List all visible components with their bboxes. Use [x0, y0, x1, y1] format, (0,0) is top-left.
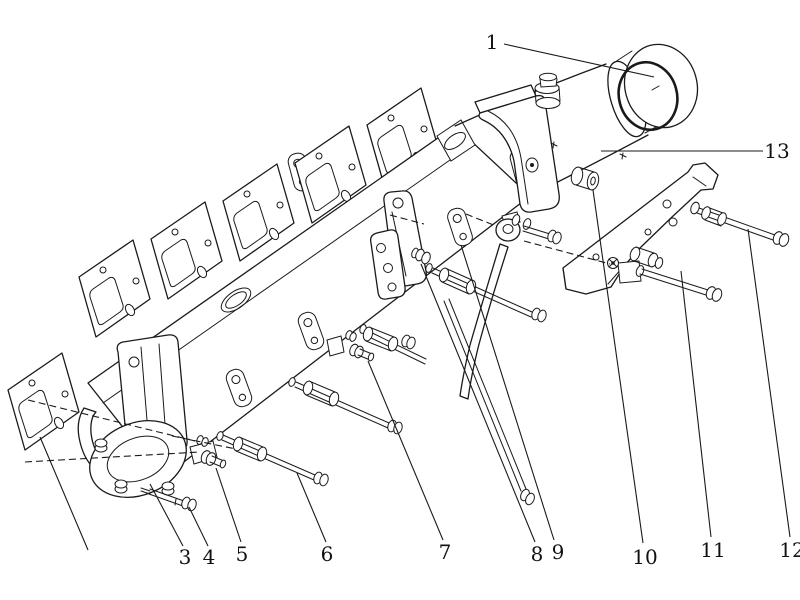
stud-with-spacer — [216, 431, 329, 487]
callout-label-1: 1 — [486, 30, 499, 54]
curved-arm — [459, 243, 509, 400]
foot-bolt-head — [94, 438, 108, 453]
stud-with-spacer — [359, 324, 427, 365]
body-step-block — [326, 335, 345, 357]
foot-bolt-head — [114, 479, 128, 494]
filler-cap — [534, 72, 561, 109]
gasket-plate — [78, 239, 151, 338]
stud-with-spacer — [425, 263, 547, 323]
tick-mark — [619, 152, 627, 160]
support-foot — [77, 334, 218, 498]
callout-label-12: 12 — [779, 538, 800, 562]
washer-bolt — [411, 247, 431, 265]
gasket-plate — [150, 201, 223, 300]
callout-label-3: 3 — [179, 545, 192, 569]
alignment-dashed-lines — [24, 213, 611, 463]
small-nut — [196, 435, 209, 447]
callout-label-6: 6 — [321, 542, 334, 566]
callout-label-10: 10 — [632, 545, 657, 569]
bracket-tab — [617, 260, 642, 284]
small-nut — [345, 330, 357, 342]
long-stud — [443, 298, 535, 506]
three-hole-strap — [369, 229, 406, 300]
callout-label-9: 9 — [552, 540, 565, 564]
outlet-flange-bore — [617, 61, 679, 131]
leader-lines — [39, 43, 791, 551]
callout-label-7: 7 — [439, 540, 452, 564]
callout-labels: 1 3 4 5 6 7 8 9 10 11 12 13 — [179, 30, 800, 569]
clamp-assembly — [459, 211, 562, 400]
outlet-flange-outer — [623, 43, 699, 129]
hex-bolt — [200, 450, 227, 469]
center-port-boss — [220, 287, 252, 313]
callout-label-8: 8 — [531, 542, 544, 566]
stud-bolt — [140, 487, 197, 512]
callout-label-5: 5 — [236, 542, 249, 566]
hex-bolt — [349, 343, 375, 362]
spacer-sleeve — [629, 246, 664, 269]
collector-and-flange — [454, 43, 699, 197]
callout-label-4: 4 — [203, 545, 216, 569]
bushing-boss — [570, 166, 600, 191]
bracket-bolt-long — [690, 201, 790, 247]
foot-bolt-head — [161, 481, 175, 496]
bracket-bolt-long — [635, 265, 723, 302]
callout-label-13: 13 — [764, 139, 789, 163]
star-washer-bolt — [607, 257, 619, 269]
callout-label-11: 11 — [700, 538, 725, 562]
tick-mark — [550, 141, 558, 149]
gasket-plate-exploded — [7, 352, 80, 451]
